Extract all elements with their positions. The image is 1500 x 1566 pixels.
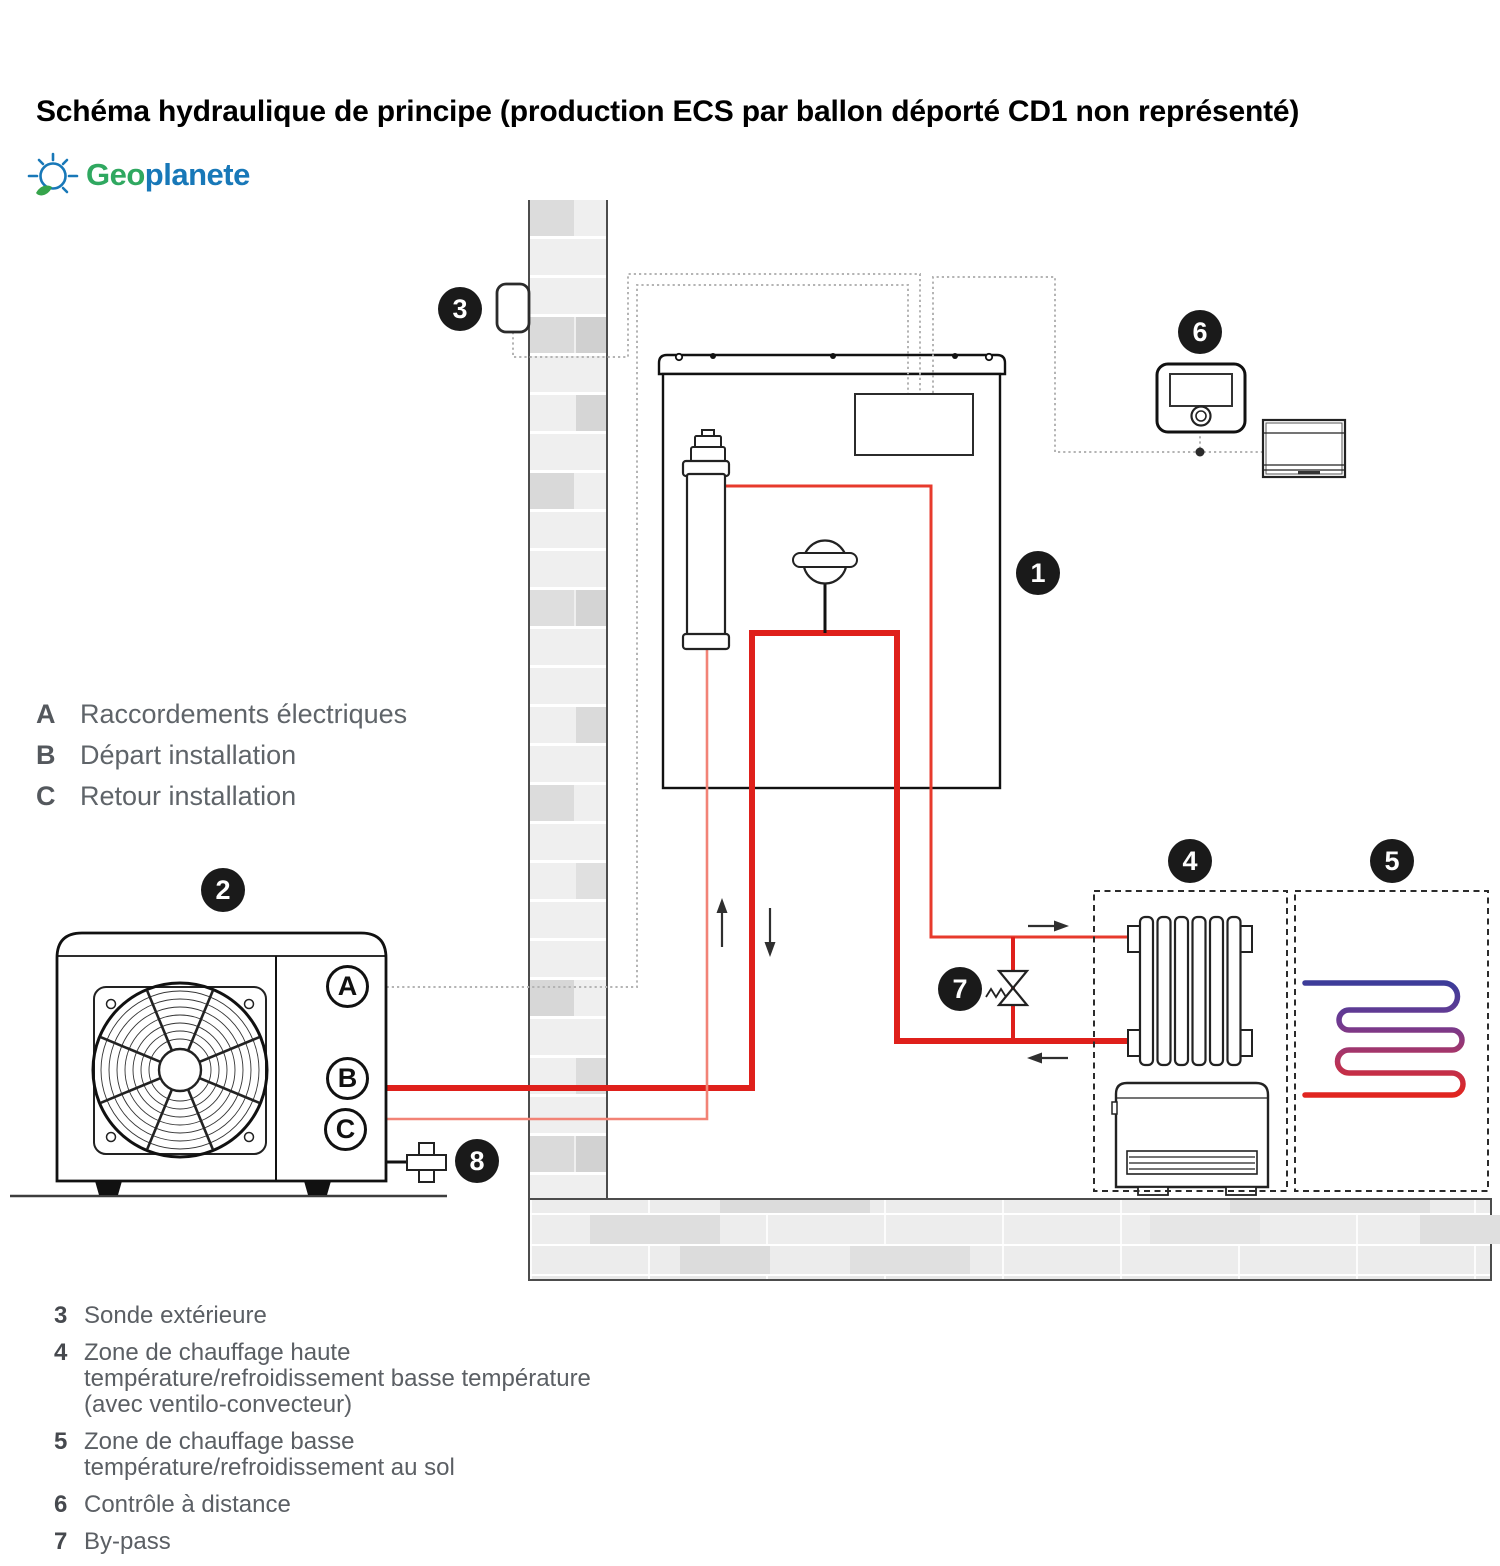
- flow-arrows: [716, 898, 1069, 1064]
- marker-4-zone-ht: 4: [1168, 839, 1212, 883]
- outdoor-sensor-body: [495, 282, 531, 334]
- logo-sun-leaf-icon: [27, 152, 79, 196]
- legend-key: B: [36, 740, 56, 770]
- remote-control-device: [1155, 362, 1247, 434]
- legend-text: By-pass: [84, 1528, 171, 1555]
- legend-key: A: [36, 699, 56, 729]
- legend-text: Départ installation: [80, 740, 297, 770]
- sensor-wire: [512, 273, 921, 393]
- marker-5-zone-bt: 5: [1370, 839, 1414, 883]
- fan-icon: [91, 981, 269, 1159]
- brick-wall: [528, 200, 608, 1198]
- marker-3-sensor: 3: [438, 287, 482, 331]
- radiator-feed-pipe: [707, 484, 1136, 939]
- hydraulic-schematic: [10, 273, 1489, 1198]
- fan-convector: [1111, 1081, 1270, 1196]
- drain-valve: [386, 1142, 447, 1183]
- legend-num: 7: [54, 1528, 68, 1555]
- marker-7-bypass: 7: [938, 967, 982, 1011]
- legend-row-b: B Départ installation: [36, 735, 407, 776]
- legend-row-a: A Raccordements électriques: [36, 694, 407, 735]
- logo-text-planete: planete: [144, 157, 251, 192]
- legend-text: Zone de chauffage haute température/refr…: [84, 1339, 591, 1418]
- logo: Geoplanete: [26, 146, 250, 204]
- return-pipe: [386, 630, 709, 1121]
- port-b-depart: B: [326, 1057, 369, 1100]
- port-c-retour: C: [324, 1108, 367, 1151]
- legend-key: C: [36, 781, 56, 811]
- marker-6-remote: 6: [1178, 310, 1222, 354]
- unit-foot: [95, 1181, 122, 1195]
- spring-squiggle: [985, 987, 1007, 999]
- legend-row-5: 5 Zone de chauffage basse température/re…: [54, 1429, 694, 1481]
- legend-row-7: 7 By-pass: [54, 1529, 694, 1555]
- marker-1-indoor-unit: 1: [1016, 551, 1060, 595]
- zone5-box: [1294, 890, 1489, 1192]
- remote-screen: [1169, 373, 1233, 407]
- marker-8-valve: 8: [455, 1139, 499, 1183]
- radiator: [1127, 915, 1253, 1067]
- unit-foot: [304, 1181, 331, 1195]
- outdoor-unit: [55, 931, 388, 1195]
- legend-abc: A Raccordements électriques B Départ ins…: [36, 694, 407, 817]
- page-title: Schéma hydraulique de principe (producti…: [36, 95, 1300, 128]
- legend-row-4: 4 Zone de chauffage haute température/re…: [54, 1340, 694, 1418]
- floor-bricks: [528, 1198, 1500, 1281]
- power-wire: [371, 284, 909, 988]
- legend-text: Zone de chauffage basse température/refr…: [84, 1428, 455, 1481]
- floor-heating-coil: [1302, 980, 1466, 1098]
- filter-cylinder: [681, 429, 731, 651]
- legend-text: Retour installation: [80, 781, 297, 811]
- bypass-valve: [985, 969, 1030, 1007]
- legend-text: Raccordements électriques: [80, 699, 408, 729]
- legend-num: 3: [54, 1302, 68, 1329]
- wall-thermostat-device: [1261, 418, 1347, 479]
- legend-text: Sonde extérieure: [84, 1302, 267, 1329]
- marker-2-outdoor-unit: 2: [201, 868, 245, 912]
- zone4-box: [1093, 890, 1288, 1192]
- logo-text-geo: Geo: [86, 157, 145, 192]
- wire-junction-dot: [1195, 447, 1205, 457]
- pressure-gauge: [792, 539, 858, 585]
- legend-num: 5: [54, 1428, 68, 1455]
- legend-row-c: C Retour installation: [36, 776, 407, 817]
- legend-row-3: 3 Sonde extérieure: [54, 1303, 694, 1329]
- port-a-electrical: A: [326, 965, 369, 1008]
- legend-num: 4: [54, 1339, 68, 1366]
- control-box: [854, 393, 974, 456]
